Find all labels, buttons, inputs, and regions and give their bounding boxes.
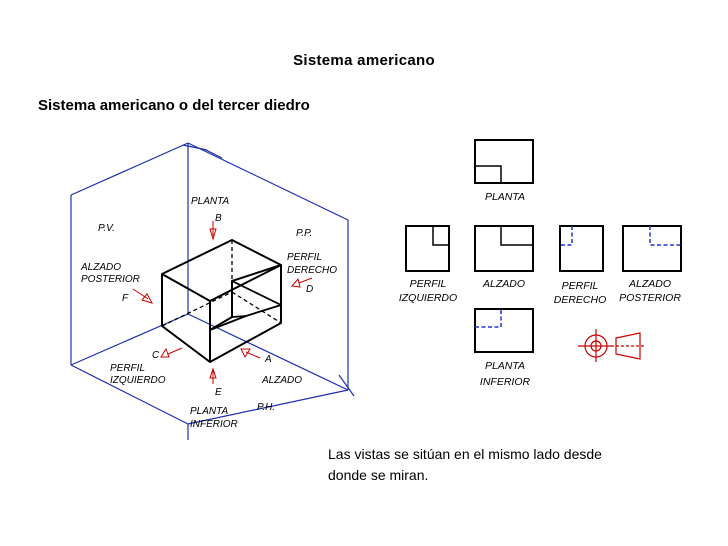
view-label-perfil-izquierdo-2: IZQUIERDO [399, 292, 457, 304]
view-label-planta-inferior-2: INFERIOR [480, 376, 531, 388]
arrow-c [160, 347, 183, 358]
hidden-view-lines [475, 226, 681, 328]
label-perfil-derecho-1: PERFIL [287, 252, 322, 263]
view-label-alzado: ALZADO [482, 278, 525, 290]
label-alzado-posterior-2: POSTERIOR [81, 274, 140, 285]
arrow-e [209, 367, 217, 384]
label-ph: P.H. [257, 402, 275, 413]
view-label-perfil-derecho-1: PERFIL [562, 280, 599, 292]
view-label-planta-inferior-1: PLANTA [485, 360, 525, 372]
letter-a: A [264, 354, 272, 365]
label-alzado: ALZADO [261, 375, 302, 386]
slide-title: Sistema americano [293, 52, 435, 69]
arrow-a [240, 348, 261, 359]
caption: Las vistas se sitúan en el mismo lado de… [328, 444, 668, 486]
view-perfil-izquierdo [405, 225, 450, 272]
slide-subtitle: Sistema americano o del tercer diedro [38, 97, 310, 114]
label-planta-inferior-1: PLANTA [190, 406, 228, 417]
view-label-alzado-posterior-1: ALZADO [628, 278, 671, 290]
label-pv: P.V. [98, 223, 115, 234]
caption-line-1: Las vistas se sitúan en el mismo lado de… [328, 446, 602, 462]
view-alzado [474, 225, 534, 272]
arrow-f [132, 288, 154, 304]
label-perfil-derecho-2: DERECHO [287, 265, 337, 276]
label-pp: P.P. [296, 228, 312, 239]
label-planta-inferior-2: INFERIOR [190, 419, 238, 430]
view-alzado-posterior [622, 225, 682, 272]
view-label-perfil-izquierdo-1: PERFIL [410, 278, 447, 290]
letter-b: B [215, 213, 222, 224]
label-perfil-izquierdo-2: IZQUIERDO [110, 375, 166, 386]
projection-symbol [578, 329, 646, 362]
view-label-alzado-posterior-2: POSTERIOR [619, 292, 681, 304]
label-perfil-izquierdo-1: PERFIL [110, 363, 145, 374]
view-label-perfil-derecho-2: DERECHO [554, 294, 607, 306]
view-planta-inferior [474, 308, 534, 353]
hidden-lines [161, 240, 282, 327]
label-alzado-posterior-1: ALZADO [80, 262, 121, 273]
letter-c: C [152, 350, 160, 361]
letter-d: D [306, 284, 313, 295]
arrow-b [209, 221, 217, 241]
label-planta: PLANTA [191, 196, 229, 207]
view-planta [474, 139, 534, 184]
view-perfil-derecho [559, 225, 604, 272]
letter-e: E [215, 387, 222, 398]
arrow-d [291, 277, 313, 288]
view-arrows [132, 221, 313, 384]
caption-line-2: donde se miran. [328, 467, 429, 483]
view-label-planta: PLANTA [485, 191, 525, 203]
letter-f: F [122, 293, 129, 304]
